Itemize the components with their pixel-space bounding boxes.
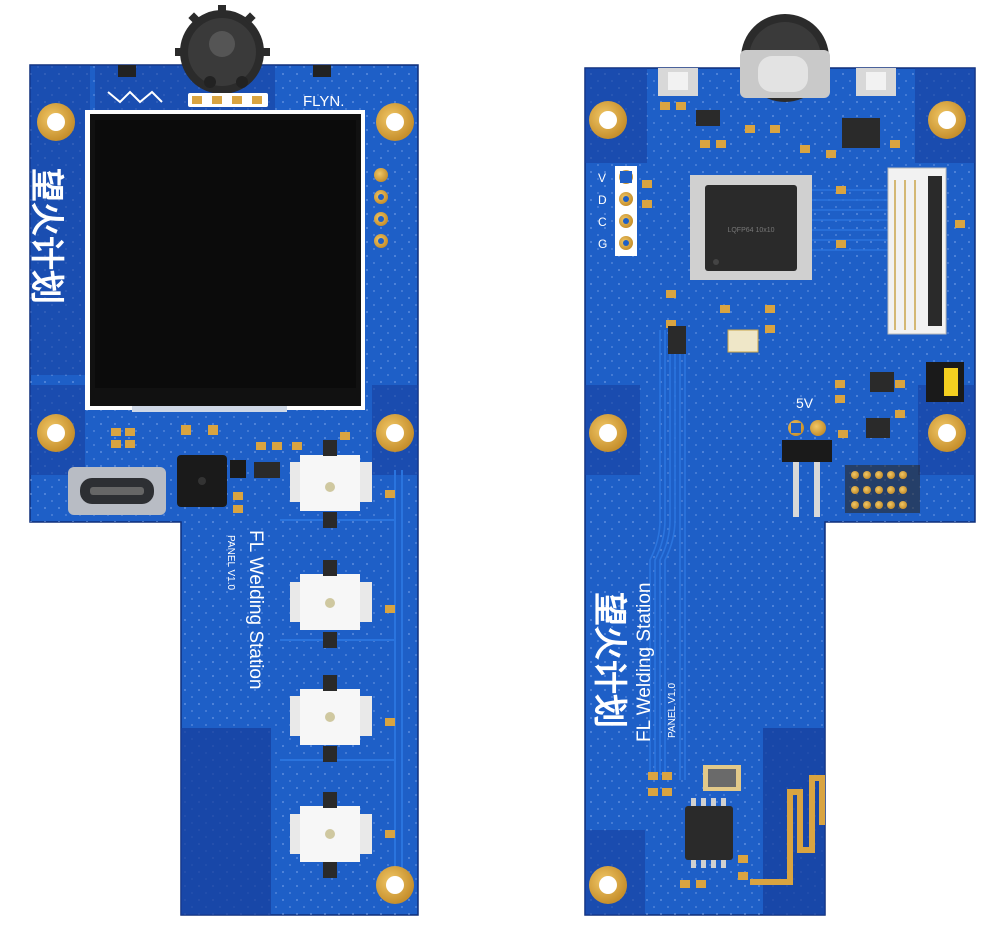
- swd-label-d: D: [598, 193, 607, 207]
- swd-label-v: V: [598, 171, 606, 185]
- back-title: FL Welding Station: [634, 583, 655, 742]
- back-rotary-wheel[interactable]: [740, 14, 830, 102]
- back-chinese-logo: 望火计划: [589, 592, 629, 728]
- back-board: [584, 67, 976, 916]
- front-top-parts: FLYN.: [107, 65, 388, 248]
- 5v-pin-header[interactable]: [782, 420, 832, 517]
- front-brand-label: FLYN.: [303, 93, 344, 110]
- tactile-button-2[interactable]: [290, 560, 372, 648]
- front-passives: [111, 425, 395, 838]
- front-title: FL Welding Station: [245, 530, 266, 689]
- tactile-button-1[interactable]: [290, 440, 372, 528]
- back-side-switches[interactable]: [658, 68, 896, 96]
- tactile-button-3[interactable]: [290, 675, 372, 762]
- fpc-connector: [887, 167, 947, 335]
- usb-c-connector[interactable]: [68, 467, 166, 515]
- tactile-button-4[interactable]: [290, 792, 372, 878]
- pcb-antenna: [750, 775, 825, 885]
- mcu-label: LQFP64 10x10: [727, 227, 774, 234]
- test-pad-array: [845, 465, 920, 513]
- swd-header[interactable]: [615, 166, 637, 256]
- back-mounting-holes: [589, 101, 966, 904]
- front-rotary-wheel[interactable]: [175, 5, 270, 94]
- back-passives: [642, 102, 965, 888]
- flash-chip: [685, 798, 733, 868]
- 5v-label: 5V: [796, 395, 814, 411]
- swd-label-c: C: [598, 215, 607, 229]
- front-version: PANEL V1.0: [225, 535, 236, 590]
- front-mounting-holes: [37, 103, 414, 904]
- back-version: PANEL V1.0: [667, 683, 678, 738]
- crystal: [703, 765, 741, 791]
- mcu-chip: LQFP64 10x10: [690, 175, 812, 280]
- front-chinese-logo: 望火计划: [26, 168, 66, 304]
- buzzer: [177, 455, 227, 507]
- lcd-display: [85, 110, 365, 412]
- swd-label-g: G: [598, 237, 607, 251]
